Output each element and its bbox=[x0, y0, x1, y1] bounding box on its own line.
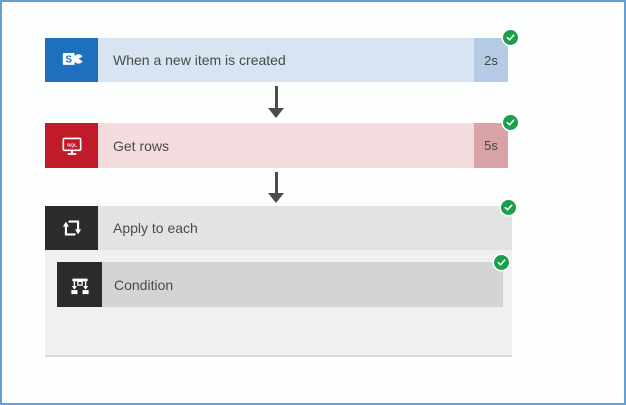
trigger-card-label: When a new item is created bbox=[98, 38, 474, 82]
action-card-get-rows[interactable]: SQL Get rows 5s bbox=[45, 115, 518, 168]
status-success-icon bbox=[501, 200, 516, 215]
trigger-card-when-a-new-item-is-created[interactable]: S When a new item is created 2s bbox=[45, 30, 518, 82]
status-success-icon bbox=[494, 255, 509, 270]
scope-apply-to-each: Apply to each bbox=[45, 200, 516, 357]
condition-icon bbox=[57, 262, 102, 307]
trigger-card-duration: 2s bbox=[474, 38, 508, 82]
svg-text:S: S bbox=[65, 54, 72, 65]
scope-card-label: Apply to each bbox=[98, 206, 512, 250]
loop-icon bbox=[45, 206, 98, 250]
nested-card-label: Condition bbox=[114, 276, 174, 293]
scope-card-apply-to-each[interactable]: Apply to each bbox=[45, 206, 512, 250]
status-success-icon bbox=[503, 115, 518, 130]
status-success-icon bbox=[503, 30, 518, 45]
action-card-duration: 5s bbox=[474, 123, 508, 168]
action-card-condition[interactable]: Condition bbox=[57, 255, 509, 307]
action-card-label: Get rows bbox=[98, 123, 474, 168]
svg-text:SQL: SQL bbox=[66, 142, 76, 148]
sharepoint-icon: S bbox=[45, 38, 98, 82]
sql-icon: SQL bbox=[45, 123, 98, 168]
